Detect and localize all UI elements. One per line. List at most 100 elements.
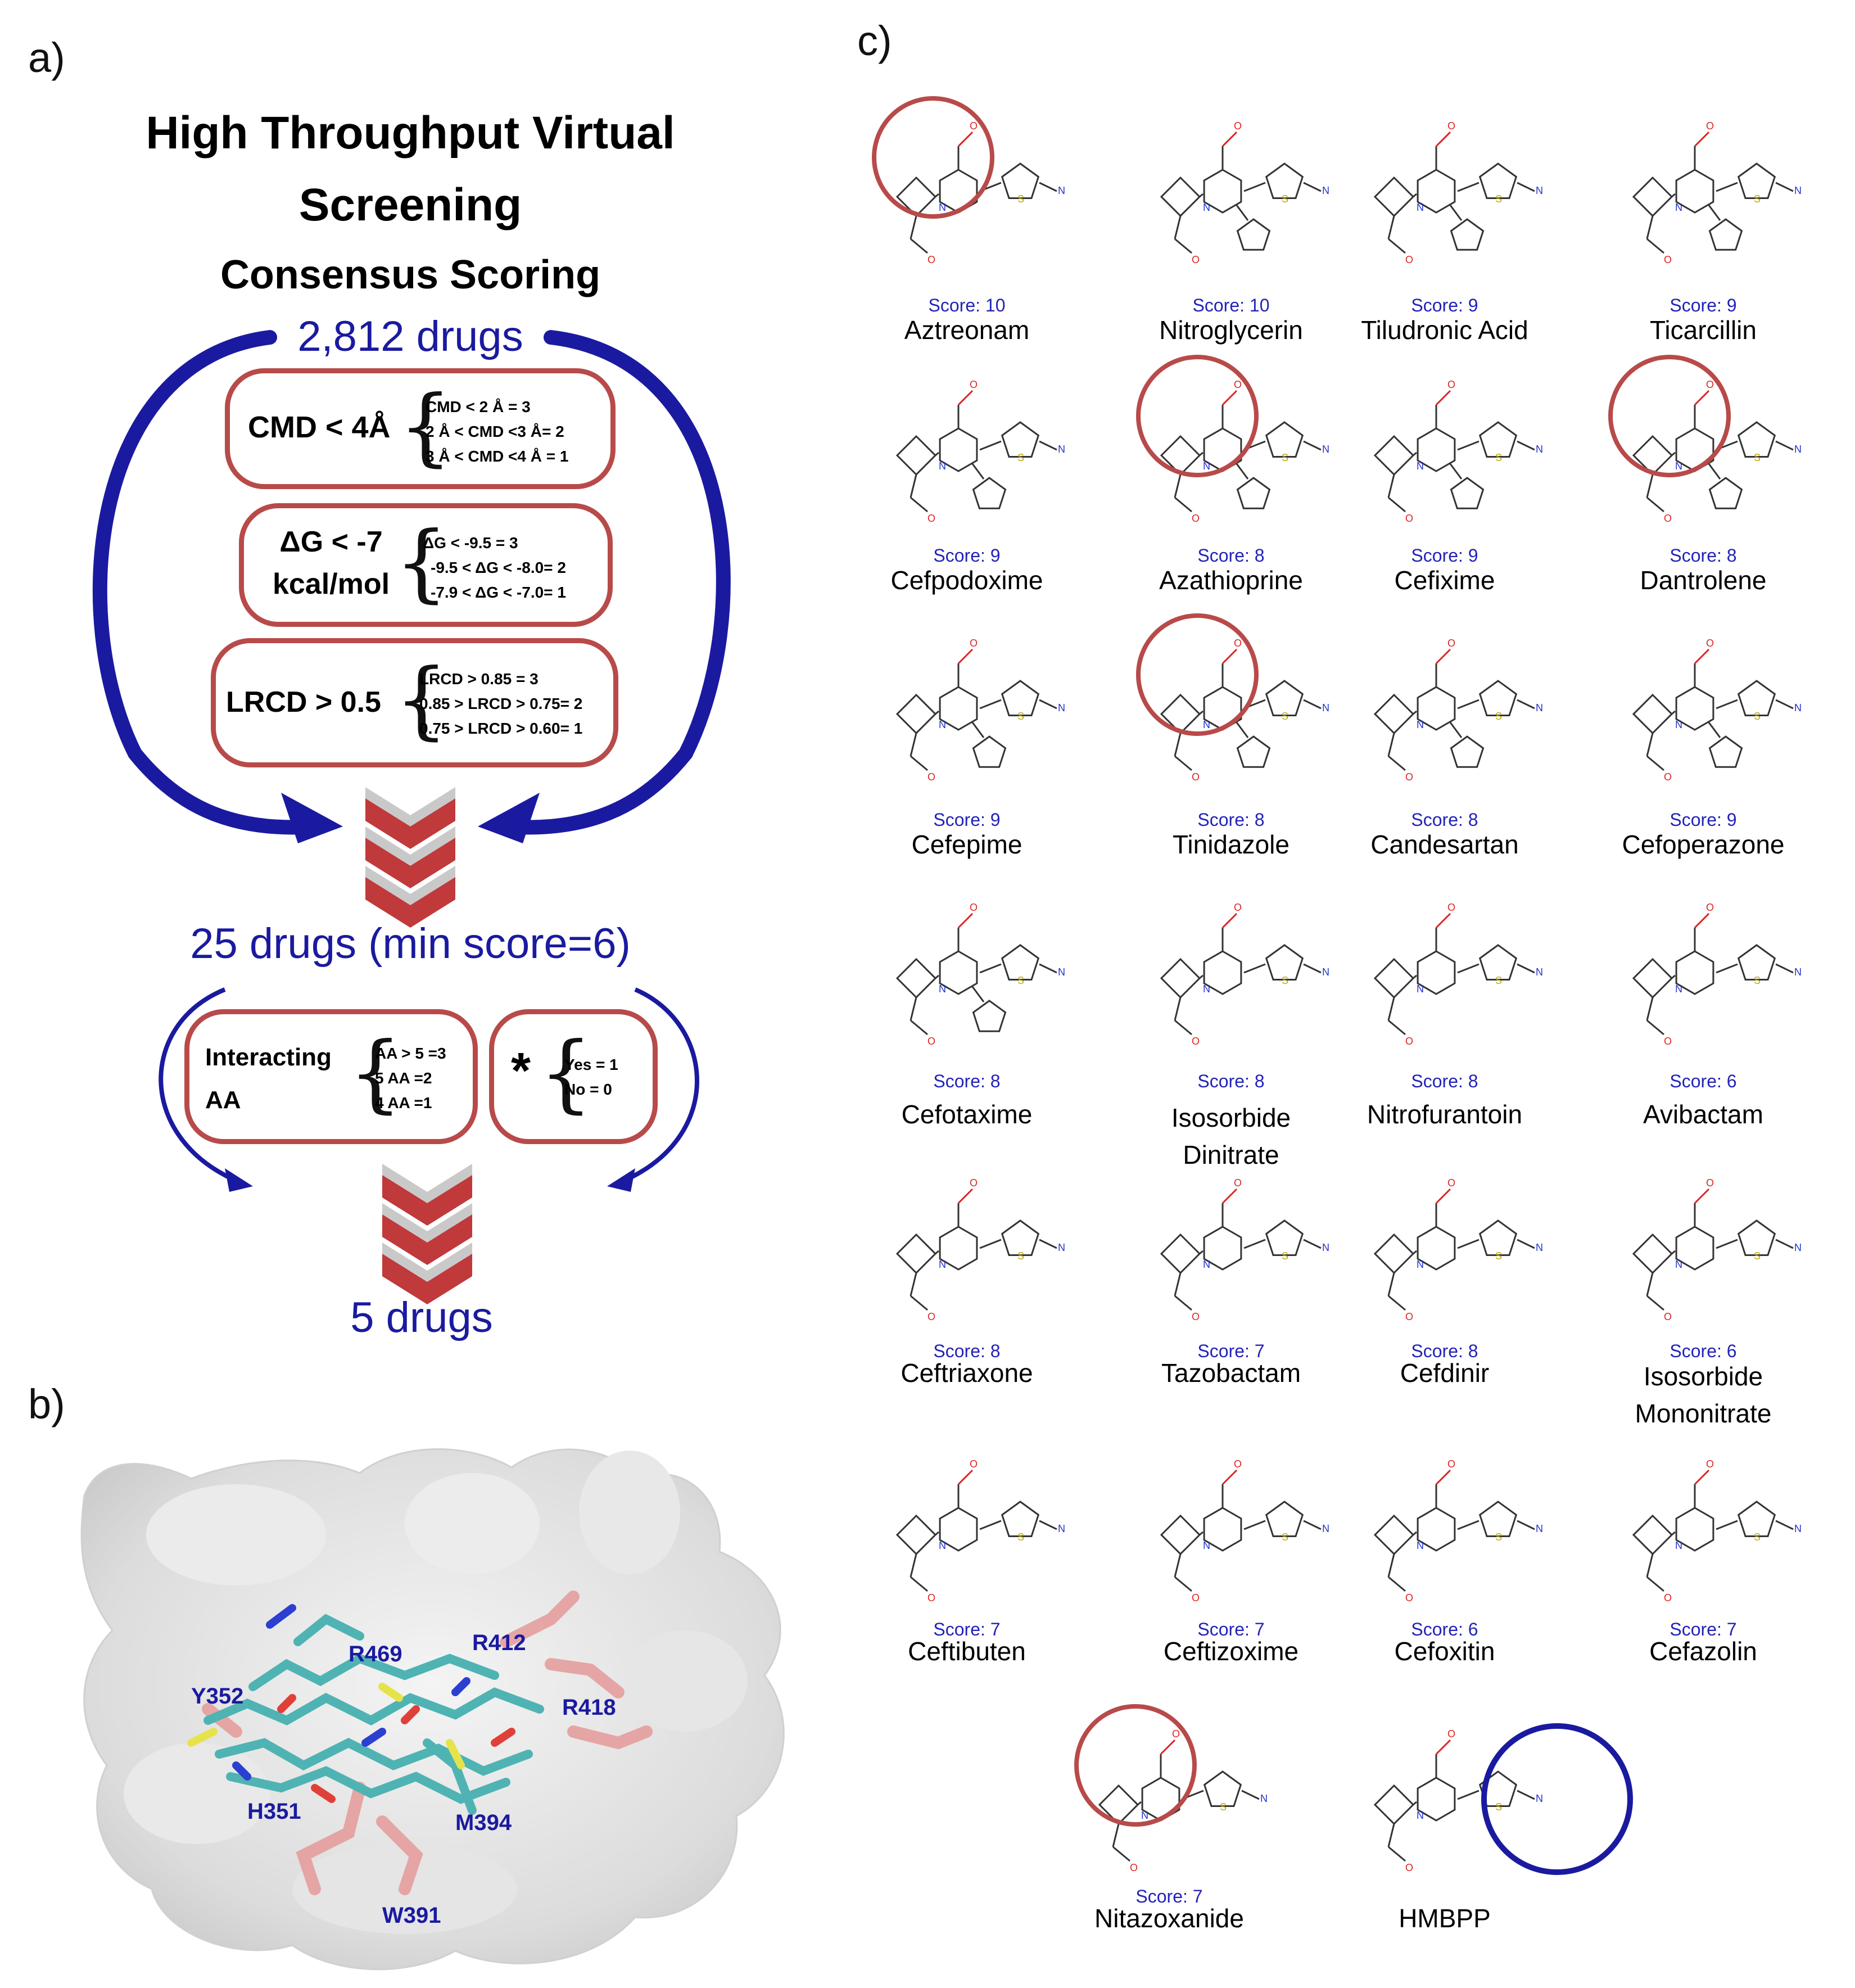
score-cefoxitin: Score: 6 — [1411, 1619, 1478, 1639]
svg-text:S: S — [1017, 1250, 1024, 1262]
svg-text:N: N — [1322, 1242, 1329, 1253]
drug-name-isosorbide-mononitrate: Isosorbide Mononitrate — [1635, 1362, 1772, 1428]
svg-text:O: O — [970, 1177, 978, 1189]
svg-text:N: N — [1203, 460, 1210, 472]
svg-text:S: S — [1495, 193, 1502, 205]
svg-text:N: N — [1794, 966, 1802, 978]
svg-text:S: S — [1495, 975, 1502, 986]
svg-text:O: O — [1192, 513, 1200, 524]
score-tiludronic-acid: Score: 9 — [1411, 295, 1478, 315]
residue-y352: Y352 — [191, 1684, 244, 1709]
highlight-circle-azathioprine — [1136, 355, 1259, 477]
stage2-count: 25 drugs (min score=6) — [190, 920, 631, 968]
svg-text:N: N — [1417, 1259, 1424, 1270]
chevron-stack-1 — [365, 787, 455, 928]
svg-text:O: O — [970, 120, 978, 132]
svg-text:O: O — [1447, 1177, 1455, 1189]
score-cefazolin: Score: 7 — [1670, 1619, 1737, 1639]
svg-text:O: O — [1706, 379, 1714, 390]
svg-text:O: O — [1706, 1177, 1714, 1189]
svg-text:O: O — [1405, 513, 1413, 524]
drug-name-nitazoxanide: Nitazoxanide — [1094, 1904, 1244, 1933]
svg-text:N: N — [1141, 1810, 1148, 1821]
svg-text:N: N — [1203, 1540, 1210, 1551]
residue-r418: R418 — [562, 1695, 616, 1720]
svg-text:N: N — [1417, 983, 1424, 995]
svg-text:N: N — [1675, 460, 1682, 472]
svg-text:N: N — [1536, 1242, 1543, 1253]
score-candesartan: Score: 8 — [1411, 810, 1478, 830]
svg-text:O: O — [1405, 254, 1413, 265]
svg-text:O: O — [1405, 1592, 1413, 1603]
lrcd-rule-3: 0.75 > LRCD > 0.60= 1 — [419, 720, 583, 737]
svg-text:S: S — [1282, 711, 1288, 722]
stage1-count: 2,812 drugs — [297, 313, 523, 360]
svg-text:N: N — [1058, 1242, 1065, 1253]
svg-text:S: S — [1017, 711, 1024, 722]
aa-rule-2: 5 AA =2 — [375, 1069, 432, 1087]
svg-text:O: O — [1447, 1458, 1455, 1470]
svg-text:S: S — [1754, 1531, 1761, 1543]
svg-text:O: O — [1664, 254, 1672, 265]
svg-text:O: O — [1664, 1311, 1672, 1322]
dg-rule-2: -9.5 < ΔG < -8.0= 2 — [431, 559, 566, 576]
svg-text:O: O — [928, 1311, 935, 1322]
drug-name-nitroglycerin: Nitroglycerin — [1159, 315, 1303, 345]
drug-name-ceftibuten: Ceftibuten — [908, 1637, 1026, 1666]
score-azathioprine: Score: 8 — [1197, 545, 1265, 566]
svg-text:N: N — [939, 719, 946, 730]
svg-text:O: O — [928, 771, 935, 783]
svg-text:O: O — [1706, 902, 1714, 913]
svg-text:N: N — [1322, 966, 1329, 978]
panel-b-letter: b) — [28, 1381, 65, 1427]
drug-name-ticarcillin: Ticarcillin — [1650, 315, 1757, 345]
lrcd-rule-1: LRCD > 0.85 = 3 — [419, 670, 539, 688]
svg-text:N: N — [1058, 444, 1065, 455]
svg-text:S: S — [1495, 711, 1502, 722]
svg-text:O: O — [1234, 1177, 1242, 1189]
panel-a-subtitle: Consensus Scoring — [220, 252, 601, 297]
svg-text:N: N — [1536, 702, 1543, 713]
cmd-rule-3: 3 Å < CMD <4 Å = 1 — [426, 448, 569, 465]
svg-text:O: O — [1405, 1036, 1413, 1047]
svg-text:S: S — [1754, 1250, 1761, 1262]
score-dantrolene: Score: 8 — [1670, 545, 1737, 566]
svg-text:N: N — [1794, 444, 1802, 455]
highlight-circle-tinidazole — [1136, 613, 1259, 736]
svg-text:N: N — [1417, 1540, 1424, 1551]
svg-text:N: N — [1058, 966, 1065, 978]
svg-text:O: O — [970, 379, 978, 390]
svg-text:O: O — [1706, 120, 1714, 132]
lrcd-criterion-box: LRCD > 0.5 { LRCD > 0.85 = 3 0.85 > LRCD… — [211, 638, 618, 767]
score-cefoperazone: Score: 9 — [1670, 810, 1737, 830]
lrcd-rule-2: 0.85 > LRCD > 0.75= 2 — [419, 695, 583, 712]
score-ceftriaxone: Score: 8 — [933, 1341, 1001, 1361]
score-tazobactam: Score: 7 — [1197, 1341, 1265, 1361]
extra-criterion-box: * { Yes = 1 No = 0 — [489, 1009, 658, 1144]
cmd-criterion-label: CMD < 4Å — [248, 410, 391, 444]
score-ceftibuten: Score: 7 — [933, 1619, 1001, 1639]
drug-name-aztreonam: Aztreonam — [904, 315, 1030, 345]
svg-text:S: S — [1282, 1250, 1288, 1262]
svg-text:N: N — [1675, 1259, 1682, 1270]
svg-text:S: S — [1017, 1531, 1024, 1543]
svg-text:O: O — [1706, 638, 1714, 649]
svg-text:O: O — [1664, 1036, 1672, 1047]
svg-text:N: N — [939, 1259, 946, 1270]
score-avibactam: Score: 6 — [1670, 1071, 1737, 1091]
drug-name-azathioprine: Azathioprine — [1159, 566, 1303, 595]
score-isosorbide-dinitrate: Score: 8 — [1197, 1071, 1265, 1091]
score-tinidazole: Score: 8 — [1197, 810, 1265, 830]
residue-r412: R412 — [472, 1630, 526, 1655]
